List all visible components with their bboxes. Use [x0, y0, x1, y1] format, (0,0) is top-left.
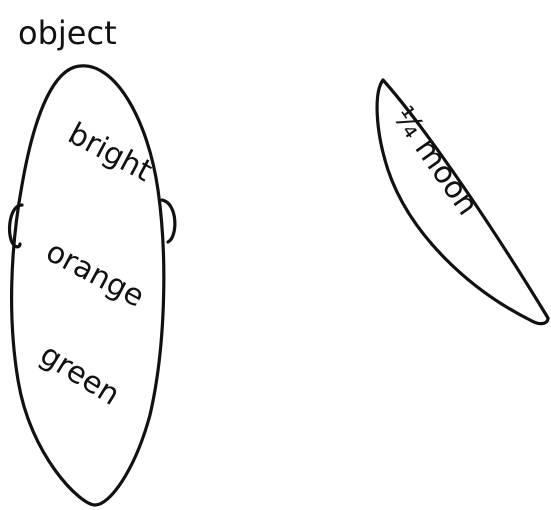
object-label-green: green	[34, 337, 126, 413]
moon-label: ¼ moon	[385, 101, 485, 222]
object-title: object	[18, 14, 117, 52]
object-label-orange: orange	[40, 234, 150, 314]
object-label-bright: bright	[62, 116, 158, 189]
